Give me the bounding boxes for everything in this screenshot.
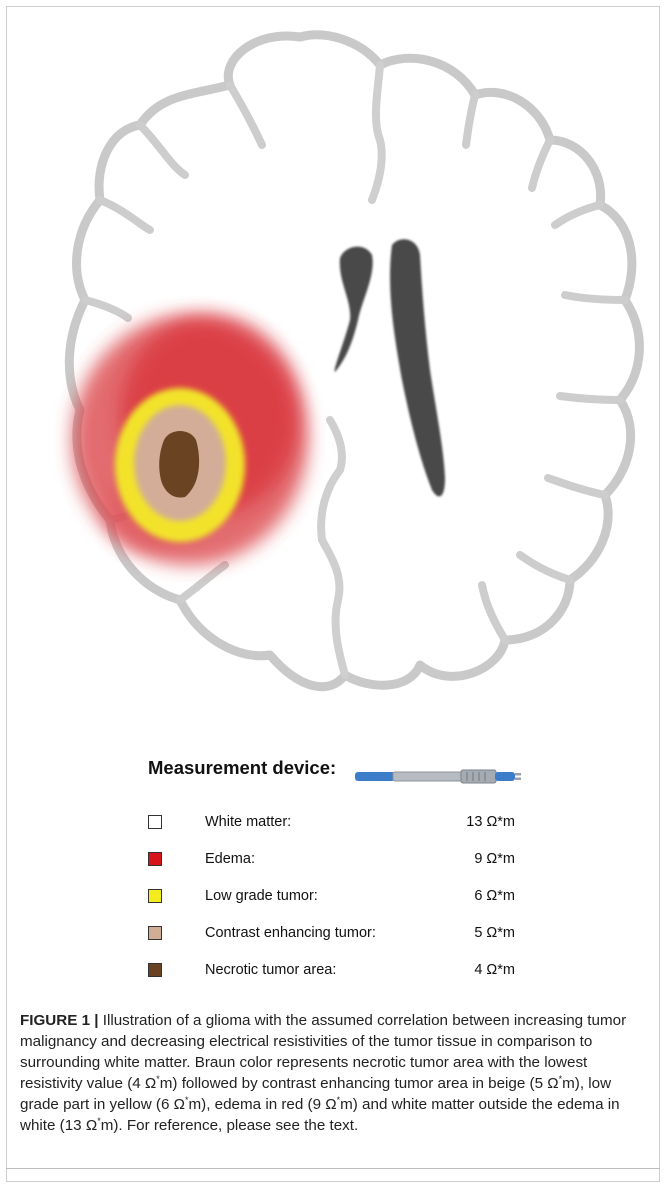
figure-label: FIGURE 1 |: [20, 1012, 99, 1029]
legend-swatch: [148, 963, 162, 977]
legend-swatch: [148, 852, 162, 866]
measurement-device-icon: [353, 767, 528, 787]
glioma-brain-illustration: [0, 0, 668, 750]
legend-swatch: [148, 926, 162, 940]
left-ventricle: [335, 247, 373, 372]
tumor: [72, 315, 308, 565]
legend-title: Measurement device:: [148, 757, 336, 779]
legend-swatch: [148, 815, 162, 829]
figure-caption: FIGURE 1 | Illustration of a glioma with…: [20, 1010, 650, 1136]
right-ventricle: [390, 239, 445, 496]
bottom-rule: [6, 1168, 660, 1169]
legend-swatch: [148, 889, 162, 903]
interhemispheric-fissure: [321, 65, 382, 675]
